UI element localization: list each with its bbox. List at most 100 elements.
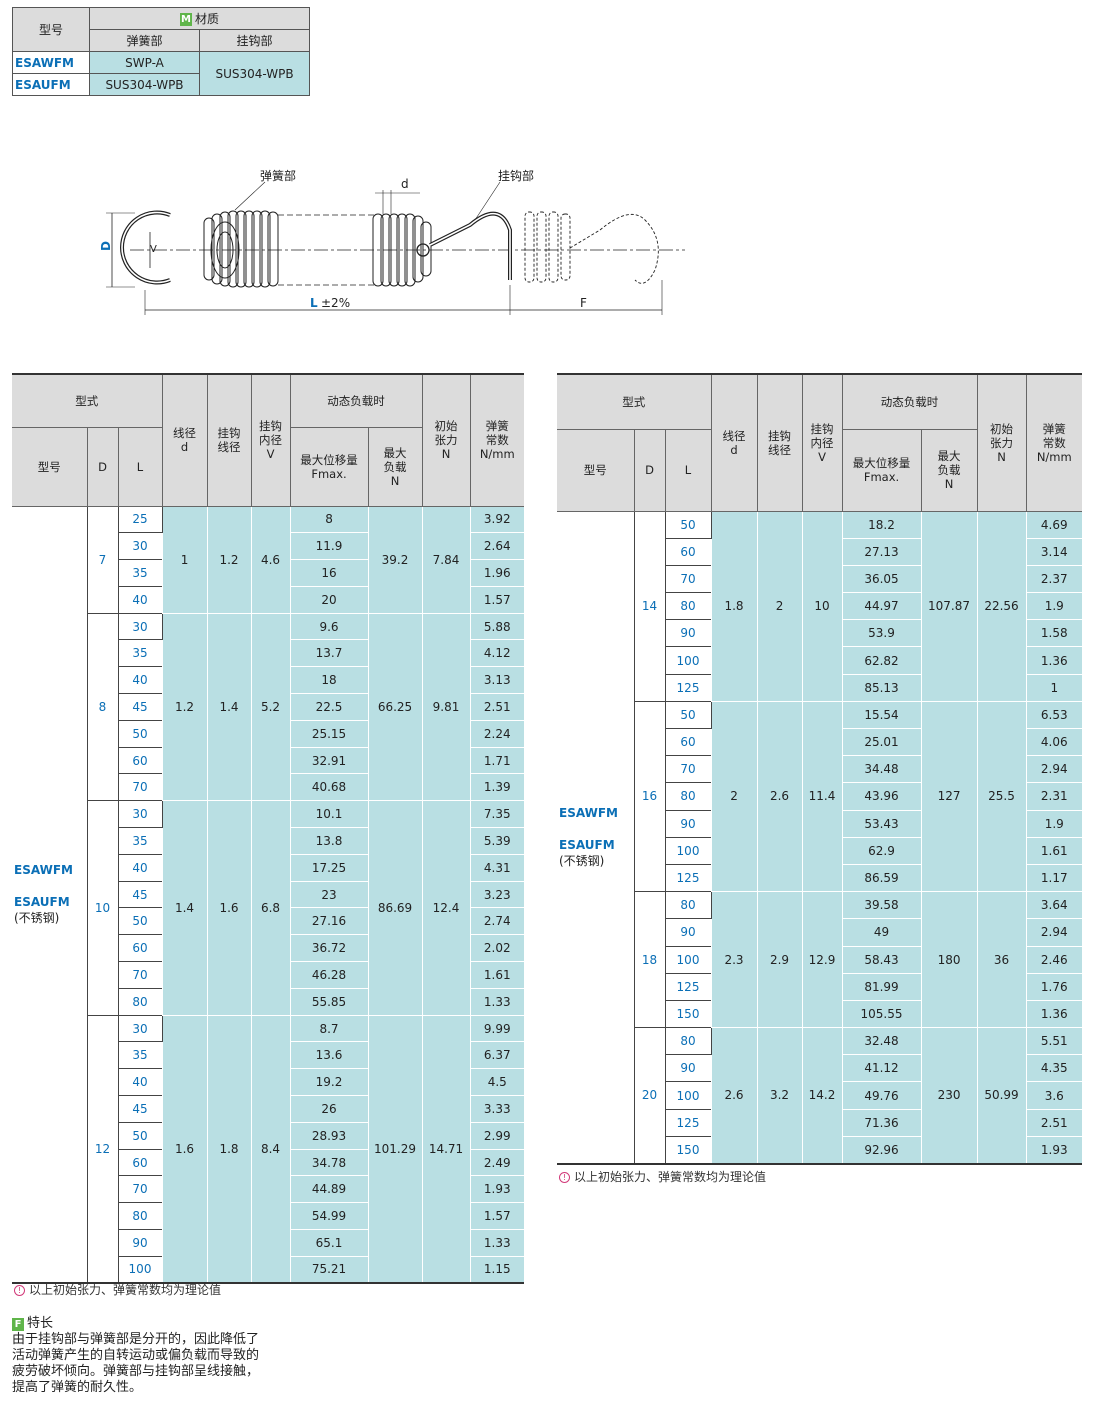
rate-value: 2.74 xyxy=(469,907,525,936)
header-type: 型式 xyxy=(12,374,163,428)
note-left: !以上初始张力、弹簧常数均为理论值 xyxy=(14,1281,221,1298)
group-load: 180 xyxy=(920,891,978,1029)
rate-value: 2.51 xyxy=(469,693,525,721)
diagram-D: D xyxy=(99,241,113,251)
group-init: 12.4 xyxy=(421,800,471,1016)
group-load: 101.29 xyxy=(367,1014,423,1284)
rate-value: 2.02 xyxy=(469,934,525,963)
group-D: 16 xyxy=(633,700,665,892)
group-d: 2.6 xyxy=(710,1027,758,1164)
rate-value: 1.58 xyxy=(1025,619,1083,648)
fmax-value: 22.5 xyxy=(289,693,369,721)
fmax-value: 53.9 xyxy=(841,619,922,648)
L-value: 30 xyxy=(117,1015,163,1043)
rate-value: 2.51 xyxy=(1025,1109,1083,1137)
rate-value: 4.12 xyxy=(469,639,525,668)
fmax-value: 44.97 xyxy=(841,592,922,621)
group-D: 20 xyxy=(633,1027,665,1164)
group-d: 1 xyxy=(161,505,208,614)
rate-value: 1.33 xyxy=(469,1229,525,1257)
L-value: 100 xyxy=(664,646,712,675)
fmax-value: 23 xyxy=(289,881,369,909)
diagram-L-tol: ±2% xyxy=(321,296,350,310)
rate-value: 1.57 xyxy=(469,586,525,614)
group-load: 39.2 xyxy=(367,505,423,614)
fmax-value: 25.15 xyxy=(289,720,369,748)
fmax-value: 54.99 xyxy=(289,1202,369,1231)
L-value: 90 xyxy=(664,918,712,947)
header-model: 型号 xyxy=(557,429,634,512)
fmax-value: 49.76 xyxy=(841,1081,922,1110)
group-hw: 2 xyxy=(756,510,803,702)
rate-value: 2.94 xyxy=(1025,755,1083,784)
group-init: 25.5 xyxy=(976,700,1027,893)
material-model-1: ESAWFM xyxy=(12,51,90,74)
fmax-value: 13.7 xyxy=(289,639,369,668)
L-value: 70 xyxy=(664,565,712,594)
L-value: 35 xyxy=(117,559,163,587)
fmax-value: 9.6 xyxy=(289,613,369,641)
rate-value: 2.49 xyxy=(469,1149,525,1177)
L-value: 90 xyxy=(664,810,712,838)
L-value: 45 xyxy=(117,693,163,721)
rate-value: 2.31 xyxy=(1025,782,1083,811)
table-row: 100 49.76 3.6 xyxy=(557,1081,1083,1110)
fmax-value: 41.12 xyxy=(841,1054,922,1083)
model-label-a: ESAWFM xyxy=(559,806,618,820)
group-D: 12 xyxy=(86,1014,118,1284)
group-hw: 3.2 xyxy=(756,1027,803,1164)
fmax-value: 32.48 xyxy=(841,1027,922,1056)
header-model: 型号 xyxy=(12,7,90,52)
rate-value: 7.35 xyxy=(469,800,525,829)
rate-value: 1.36 xyxy=(1025,1000,1083,1029)
L-value: 100 xyxy=(664,1081,712,1110)
header-hook-wire: 挂钩线径 xyxy=(756,374,803,512)
group-init: 7.84 xyxy=(421,505,471,614)
L-value: 40 xyxy=(117,586,163,614)
rate-value: 1.61 xyxy=(1025,837,1083,865)
L-value: 90 xyxy=(117,1229,163,1257)
rate-value: 1.93 xyxy=(469,1175,525,1204)
group-load: 66.25 xyxy=(367,612,423,802)
L-value: 50 xyxy=(664,701,712,730)
rate-value: 6.53 xyxy=(1025,701,1083,730)
L-value: 40 xyxy=(117,854,163,882)
fmax-value: 53.43 xyxy=(841,810,922,838)
group-d: 1.8 xyxy=(710,510,758,702)
L-value: 70 xyxy=(664,755,712,784)
fmax-value: 28.93 xyxy=(289,1122,369,1150)
rate-value: 3.6 xyxy=(1025,1081,1083,1110)
L-value: 100 xyxy=(664,837,712,865)
fmax-value: 49 xyxy=(841,918,922,947)
rate-value: 4.31 xyxy=(469,854,525,882)
model-label-b: ESAUFM xyxy=(559,838,615,852)
material-icon: M xyxy=(180,13,192,26)
L-value: 50 xyxy=(117,720,163,748)
diagram-L: L xyxy=(310,296,318,310)
L-value: 125 xyxy=(664,674,712,702)
spring-diagram: 弹簧部 挂钩部 d V D L ±2% F xyxy=(99,168,685,315)
rate-value: 3.14 xyxy=(1025,538,1083,566)
note-right: !以上初始张力、弹簧常数均为理论值 xyxy=(559,1168,766,1185)
L-value: 80 xyxy=(117,1202,163,1231)
L-value: 50 xyxy=(664,511,712,539)
